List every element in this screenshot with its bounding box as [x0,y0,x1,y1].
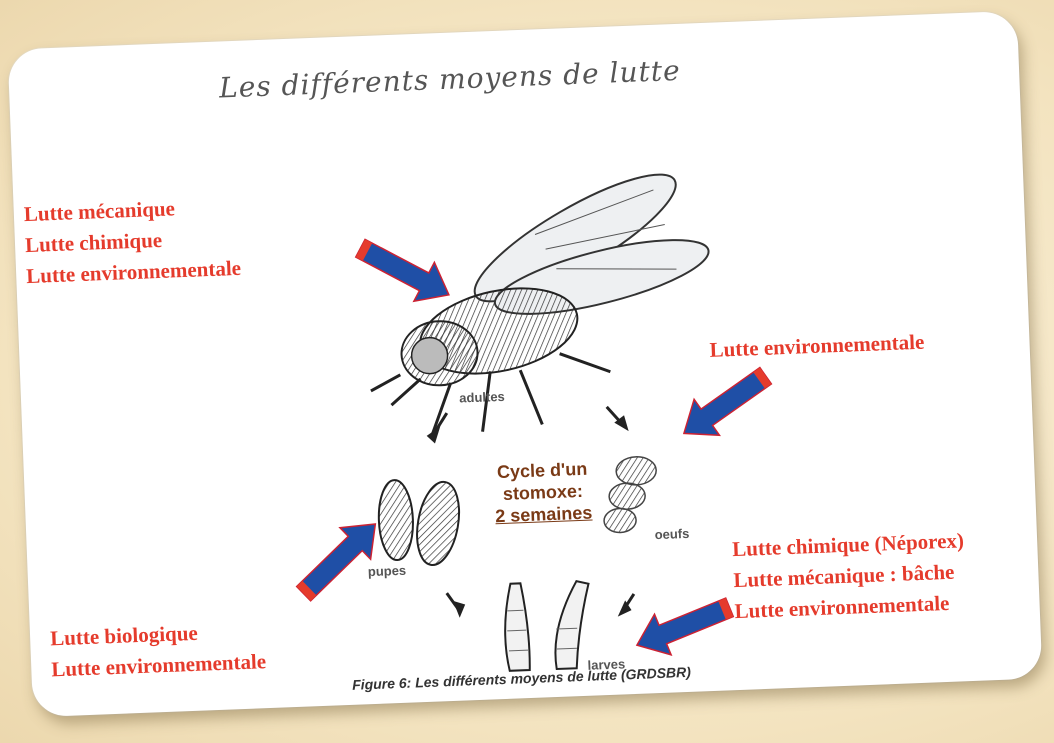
cycle-info: Cycle d'un stomoxe: 2 semaines [472,457,614,528]
stage-label-pupae: pupes [368,563,407,579]
group-pupae-controls: Lutte biologique Lutte environnementale [50,615,267,685]
arrow-larvae [629,587,738,666]
diagram-card: Les différents moyens de lutte [8,11,1043,717]
larvae-illustration [503,581,591,671]
group-larvae-controls: Lutte chimique (Néporex) Lutte mécanique… [732,525,967,627]
arrow-pupae [288,508,390,609]
arrow-adult [350,229,459,315]
fly-illustration [362,152,720,436]
arrow-eggs [671,358,778,452]
group-adult-controls: Lutte mécanique Lutte chimique Lutte env… [23,191,241,292]
stage-label-adults: adultes [459,389,505,406]
stage-label-eggs: oeufs [654,526,689,542]
pupae-illustration [377,477,468,571]
